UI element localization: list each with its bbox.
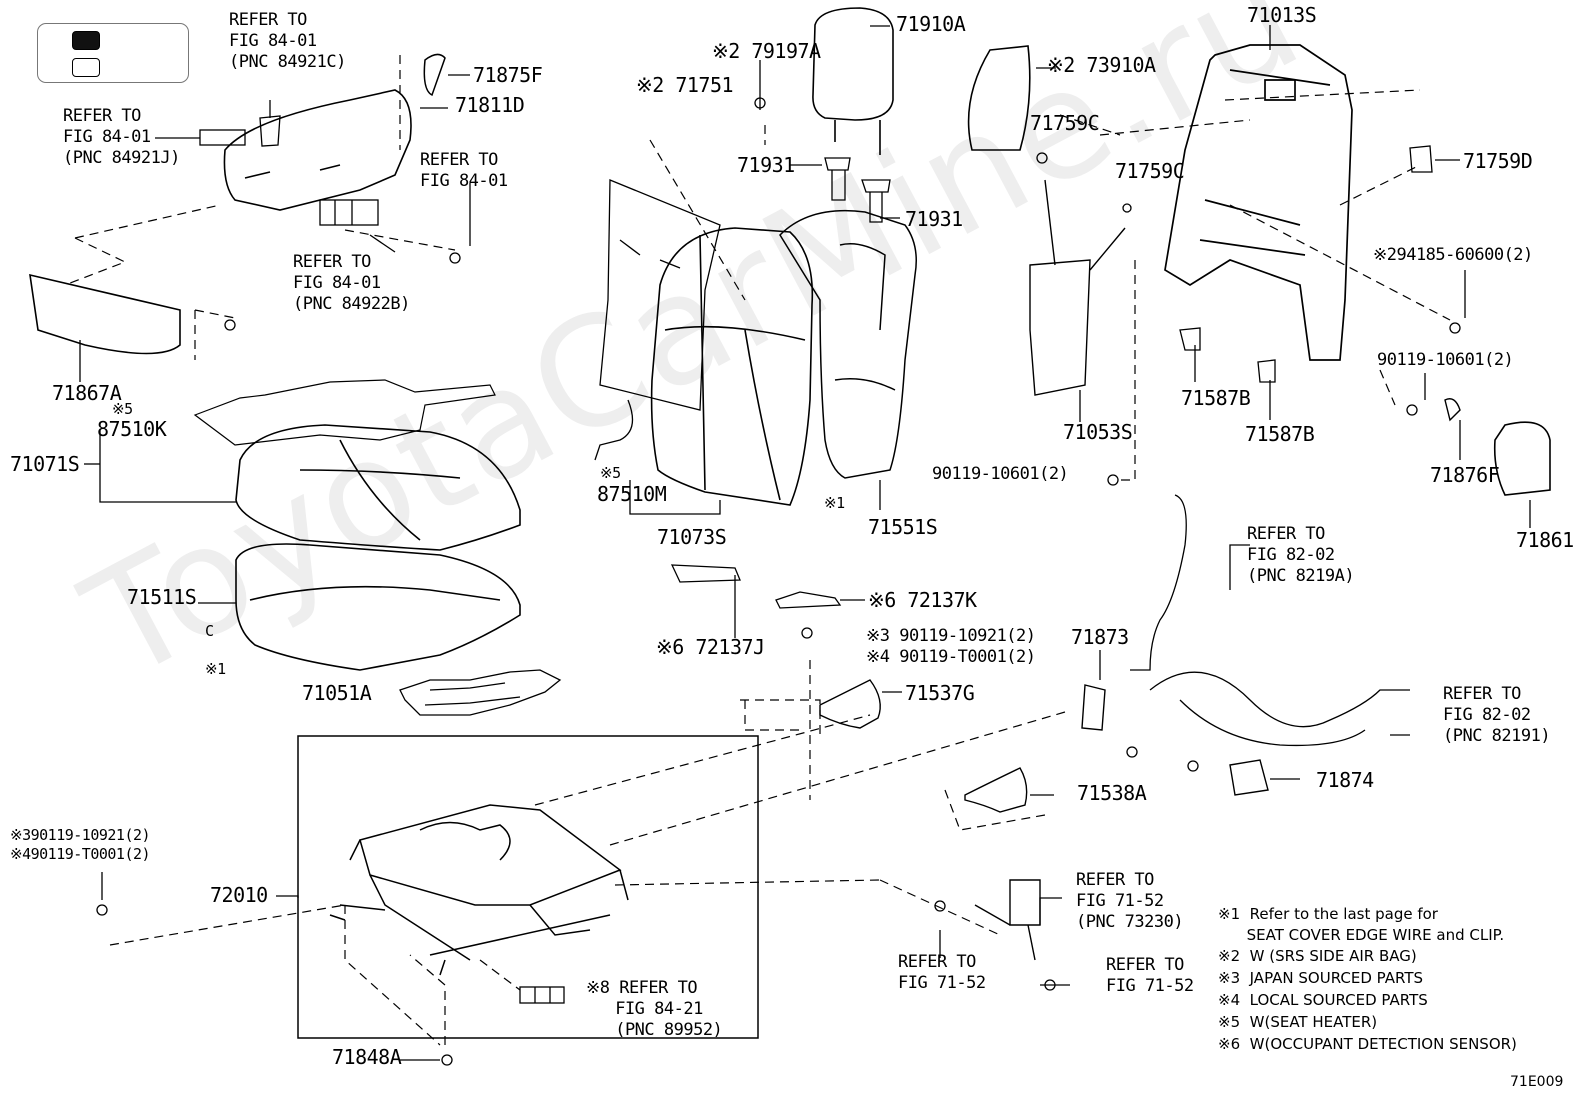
part-71876F: 71876F — [1430, 463, 1500, 487]
ref-84921C: REFER TO FIG 84-01 (PNC 84921C) — [229, 10, 346, 72]
side-cover-71811D — [223, 89, 412, 211]
switch-84921J — [199, 129, 246, 146]
cover-71538A — [964, 767, 1028, 813]
part-71759C-a: 71759C — [1030, 111, 1100, 135]
part-72137J: ※6 72137J — [656, 635, 765, 659]
seat-spring-71051A — [399, 669, 562, 716]
part-71848A: 71848A — [332, 1045, 402, 1069]
part-71931-b: 71931 — [905, 207, 963, 231]
side-cover-71867A — [29, 273, 181, 355]
legend-box — [37, 23, 189, 83]
bolt-90119-right: 90119-10601(2) — [1377, 350, 1514, 370]
part-71587B-a: 71587B — [1181, 386, 1251, 410]
ref-84-01: REFER TO FIG 84-01 — [420, 150, 508, 191]
headrest-71910A — [812, 7, 894, 155]
part-71013S: 71013S — [1247, 3, 1317, 27]
ref-73230: REFER TO FIG 71-52 (PNC 73230) — [1076, 870, 1184, 932]
ref-89952: ※8 REFER TO FIG 84-21 (PNC 89952) — [586, 978, 723, 1040]
dashed-lines — [64, 55, 1451, 1046]
part-71867A: 71867A — [52, 381, 122, 405]
seat-cushion-pad-71511S — [235, 543, 521, 671]
part-71511S: 71511S — [127, 585, 197, 609]
note-4: ※4 LOCAL SOURCED PARTS — [1218, 991, 1428, 1009]
part-71875F: 71875F — [473, 63, 543, 87]
leader-lines — [79, 25, 1531, 1061]
lumbar-support-71053S — [1029, 179, 1126, 396]
note-ref-1a: C ※1 — [205, 622, 226, 678]
seat-cushion-cover-71071S — [235, 424, 521, 551]
bracket-71759D — [1409, 145, 1433, 173]
seatback-cover-71073S — [650, 227, 814, 506]
part-71759D: 71759D — [1463, 149, 1533, 173]
seatback-pad-71551S — [779, 209, 917, 479]
note-2: ※2 W (SRS SIDE AIR BAG) — [1218, 947, 1417, 965]
figure-code: 71E009 — [1510, 1074, 1564, 1090]
note-1: ※1 Refer to the last page for SEAT COVER… — [1218, 905, 1505, 944]
part-71759C-b: 71759C — [1115, 159, 1185, 183]
ref-84921J: REFER TO FIG 84-01 (PNC 84921J) — [63, 106, 180, 168]
cover-71537G — [819, 679, 881, 729]
ref-71-52-b: REFER TO FIG 71-52 — [1106, 955, 1194, 996]
part-71910A: 71910A — [896, 12, 966, 36]
part-71073S: 71073S — [657, 525, 727, 549]
part-71811D: 71811D — [455, 93, 525, 117]
part-71861: 71861 — [1516, 528, 1574, 552]
bolt-set-left: ※390119-10921(2) ※490119-T0001(2) — [10, 826, 151, 863]
part-71053S: 71053S — [1063, 420, 1133, 444]
note-5: ※5 W(SEAT HEATER) — [1218, 1013, 1378, 1031]
cover-71874 — [1229, 759, 1269, 796]
sensor-pad-72137K — [775, 591, 842, 609]
headrest-guides-71931 — [824, 157, 891, 223]
part-94185-60600: ※294185-60600(2) — [1373, 245, 1533, 265]
headrest-support-71876F — [1444, 398, 1461, 422]
part-73910A: ※2 73910A — [1047, 53, 1156, 77]
seat-adjuster-72010 — [297, 735, 759, 1039]
headrest-cover-71861 — [1493, 421, 1551, 496]
part-71931-a: 71931 — [737, 153, 795, 177]
part-87510M: 87510M — [597, 482, 667, 506]
part-79197A: ※2 79197A — [712, 39, 821, 63]
part-71587B-b: 71587B — [1245, 422, 1315, 446]
part-71538A: 71538A — [1077, 781, 1147, 805]
knob-71875F — [423, 53, 446, 97]
wire-harness-8219A — [1130, 494, 1187, 671]
part-71071S: 71071S — [10, 452, 80, 476]
legend-filled-swatch — [72, 31, 100, 50]
legend-empty-swatch — [72, 58, 100, 77]
ref-8219A: REFER TO FIG 82-02 (PNC 8219A) — [1247, 524, 1355, 586]
bracket-71873 — [1081, 684, 1106, 731]
bolt-set-mid: ※3 90119-10921(2) ※4 90119-T0001(2) — [866, 626, 1036, 667]
bolts — [96, 97, 1461, 1066]
ref-71-52-a: REFER TO FIG 71-52 — [898, 952, 986, 993]
part-72137K: ※6 72137K — [868, 588, 977, 612]
connector-89952 — [519, 986, 565, 1004]
part-71551S: 71551S — [868, 515, 938, 539]
seatbelt-buckle — [974, 879, 1041, 961]
clips-71587B — [1179, 327, 1276, 383]
part-87510K: 87510K — [97, 417, 167, 441]
side-airbag-73910A — [967, 45, 1031, 151]
part-72010: 72010 — [210, 883, 268, 907]
part-71874: 71874 — [1316, 768, 1374, 792]
sensor-pad-72137J — [670, 564, 741, 583]
part-71873: 71873 — [1071, 625, 1129, 649]
wire-harness-82191 — [1149, 671, 1410, 747]
part-71751: ※2 71751 — [636, 73, 734, 97]
part-71537G: 71537G — [905, 681, 975, 705]
note-ref-5a: ※5 — [112, 400, 133, 418]
seatback-heater-87510M — [594, 179, 721, 461]
note-ref-1b: ※1 — [824, 494, 845, 512]
part-71051A: 71051A — [302, 681, 372, 705]
note-6: ※6 W(OCCUPANT DETECTION SENSOR) — [1218, 1035, 1517, 1053]
bolt-90119-mid: 90119-10601(2) — [932, 464, 1069, 484]
note-ref-5b: ※5 — [600, 464, 621, 482]
seat-heater-87510K — [193, 379, 496, 446]
knob-84921C — [259, 115, 281, 147]
seatback-frame-71013S — [1164, 44, 1353, 361]
ref-84922B: REFER TO FIG 84-01 (PNC 84922B) — [293, 252, 410, 314]
switch-84922B — [319, 199, 379, 226]
ref-82191: REFER TO FIG 82-02 (PNC 82191) — [1443, 684, 1551, 746]
note-3: ※3 JAPAN SOURCED PARTS — [1218, 969, 1424, 987]
